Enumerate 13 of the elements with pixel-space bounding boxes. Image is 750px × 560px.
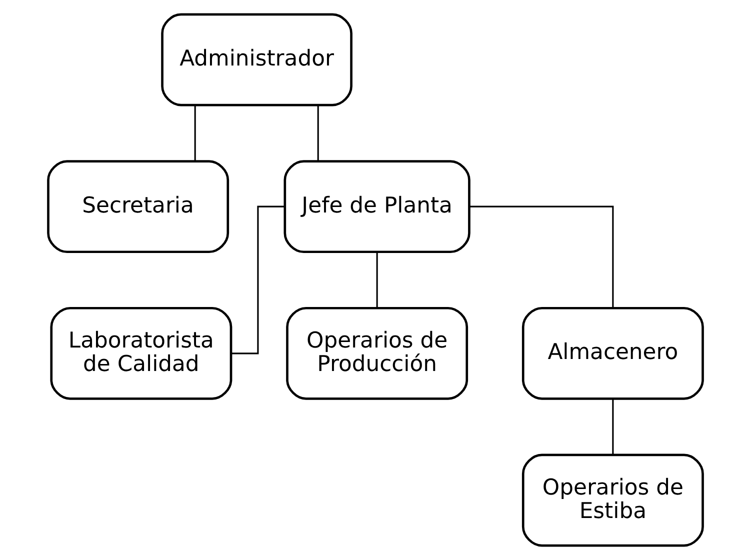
connector	[469, 206, 614, 308]
node-box: Jefe de Planta	[283, 160, 470, 254]
connector	[230, 206, 284, 354]
connector	[612, 399, 614, 455]
node-box: Secretaria	[46, 160, 229, 254]
node-box: Administrador	[160, 13, 352, 106]
connector	[376, 252, 378, 308]
node-box: Operarios de Producción	[286, 306, 468, 400]
node-box: Almacenero	[521, 306, 704, 400]
node-box: Laboratorista de Calidad	[50, 306, 232, 400]
node-box: Operarios de Estiba	[521, 454, 704, 547]
connector	[316, 105, 318, 161]
connector	[194, 105, 196, 161]
